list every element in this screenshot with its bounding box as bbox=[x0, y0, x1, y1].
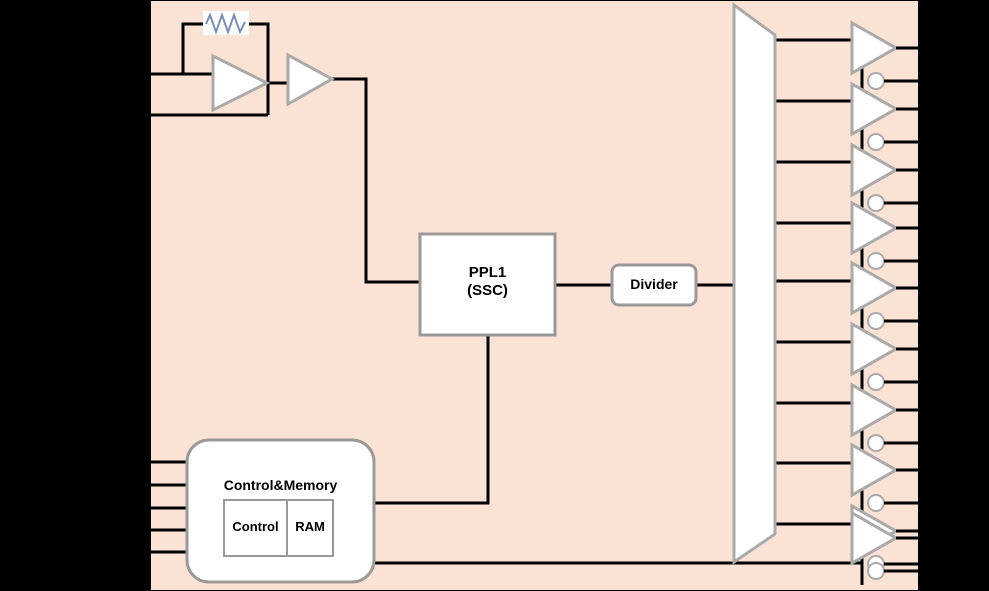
buffer-amplifier[interactable] bbox=[286, 52, 336, 107]
buffer-triangle[interactable] bbox=[850, 260, 900, 316]
oscillator-amplifier[interactable] bbox=[211, 53, 271, 113]
inverting-bubble-icon bbox=[867, 562, 885, 580]
differential-output-buffer[interactable] bbox=[850, 260, 918, 335]
differential-output-buffer[interactable] bbox=[850, 81, 918, 156]
control-sub-block[interactable] bbox=[223, 499, 288, 557]
output-mux-block[interactable] bbox=[732, 2, 777, 565]
differential-output-buffer[interactable] bbox=[850, 321, 918, 396]
differential-output-buffer[interactable] bbox=[850, 20, 918, 95]
divider-block[interactable] bbox=[610, 263, 698, 307]
buffer-triangle[interactable] bbox=[850, 442, 900, 498]
differential-output-buffer[interactable] bbox=[850, 142, 918, 217]
inverting-bubble-icon bbox=[867, 133, 885, 151]
differential-output-buffer[interactable] bbox=[850, 442, 918, 517]
inverting-bubble-icon bbox=[867, 312, 885, 330]
differential-output-buffer[interactable] bbox=[850, 200, 918, 275]
inverting-bubble-icon bbox=[867, 494, 885, 512]
buffer-triangle[interactable] bbox=[850, 81, 900, 137]
ram-sub-block[interactable] bbox=[286, 499, 334, 557]
inverting-bubble-icon bbox=[867, 252, 885, 270]
differential-output-buffer[interactable] bbox=[850, 382, 918, 457]
inverting-bubble-icon bbox=[867, 373, 885, 391]
inverting-bubble-icon bbox=[867, 434, 885, 452]
pll-block[interactable] bbox=[418, 232, 557, 337]
buffer-triangle[interactable] bbox=[850, 20, 900, 76]
buffer-triangle[interactable] bbox=[850, 142, 900, 198]
wire-buffer-out bbox=[332, 77, 421, 284]
wire-feedback-right bbox=[246, 22, 270, 115]
differential-output-buffer[interactable] bbox=[850, 510, 918, 585]
wire-feedback-left bbox=[181, 22, 206, 74]
buffer-triangle[interactable] bbox=[850, 321, 900, 377]
buffer-triangle[interactable] bbox=[850, 382, 900, 438]
buffer-triangle[interactable] bbox=[850, 510, 900, 566]
resistor-icon bbox=[205, 11, 246, 36]
inverting-bubble-icon bbox=[867, 72, 885, 90]
buffer-triangle[interactable] bbox=[850, 200, 900, 256]
wire-control-to-pll bbox=[374, 335, 490, 505]
output-buffer-bank bbox=[850, 20, 918, 585]
inverting-bubble-icon bbox=[867, 194, 885, 212]
